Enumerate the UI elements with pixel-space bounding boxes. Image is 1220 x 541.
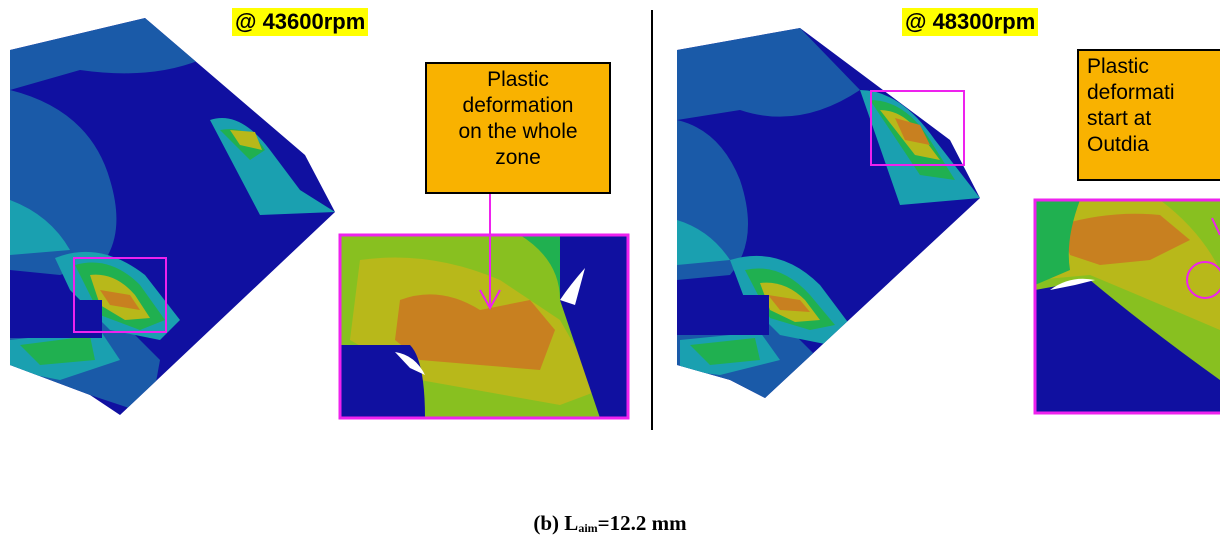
- panel-divider: [651, 10, 653, 430]
- right-zoom-frame: [1033, 198, 1220, 415]
- left-callout-arrow: [479, 194, 501, 311]
- figure-caption: (b) Laim=12.2 mm: [0, 511, 1220, 536]
- callout-left: Plastic deformation on the whole zone: [425, 62, 611, 194]
- caption-suffix: =12.2 mm: [597, 511, 687, 535]
- left-zoom-frame: [338, 233, 630, 420]
- caption-prefix: (b) L: [533, 511, 579, 535]
- right-rotor-sector: [677, 28, 980, 398]
- caption-subscript: aim: [578, 521, 598, 535]
- left-zoom-view: [340, 235, 628, 418]
- speed-label-left: @ 43600rpm: [232, 8, 369, 36]
- right-callout-arrow: [1211, 217, 1220, 236]
- callout-right: Plastic deformati start at Outdia: [1077, 49, 1220, 181]
- left-rotor-sector: [10, 18, 335, 415]
- left-highlight-box: [73, 257, 167, 333]
- speed-label-right: @ 48300rpm: [902, 8, 1039, 36]
- right-highlight-box: [870, 90, 965, 166]
- right-zoom-view: [1035, 200, 1220, 413]
